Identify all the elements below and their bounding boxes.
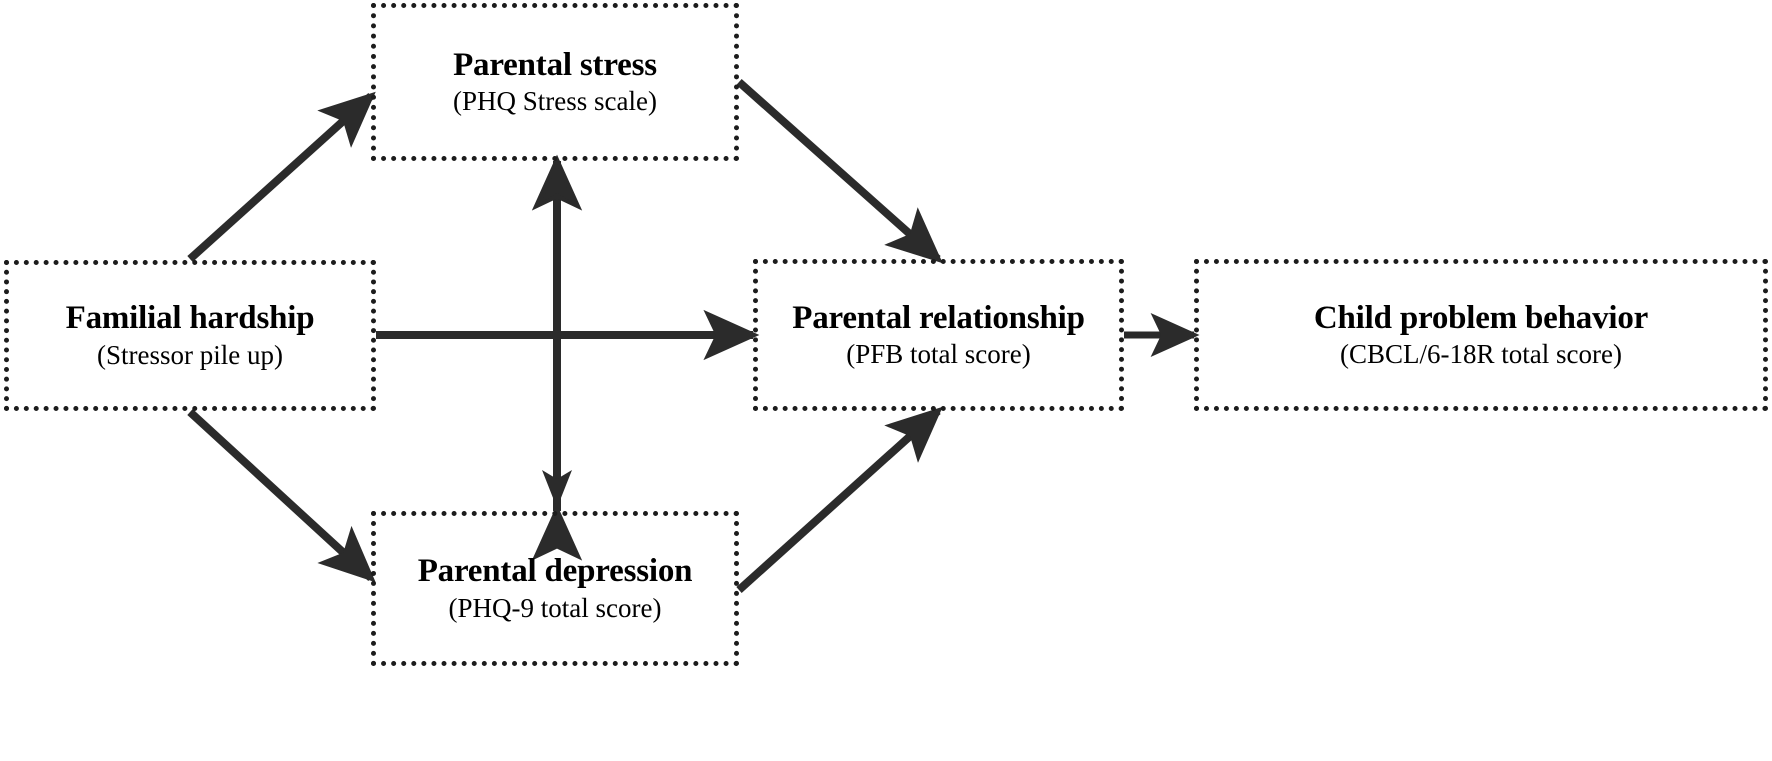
node-title: Familial hardship [65, 300, 315, 336]
node-subtitle: (PHQ Stress scale) [453, 86, 657, 117]
node-child-problem-behavior[interactable]: Child problem behavior (CBCL/6-18R total… [1194, 259, 1768, 411]
node-title: Parental depression [417, 553, 693, 589]
node-title: Parental relationship [792, 299, 1085, 336]
arrowhead-depression-bottom [542, 470, 572, 508]
node-title: Parental stress [453, 46, 657, 83]
arrowhead-stress-top [542, 164, 572, 202]
edge-stress-to-relationship [736, 79, 943, 264]
node-subtitle: (CBCL/6-18R total score) [1340, 339, 1622, 370]
node-familial-hardship[interactable]: Familial hardship (Stressor pile up) [4, 260, 376, 411]
edge-hardship-to-stress [187, 91, 376, 262]
node-subtitle: (PHQ-9 total score) [448, 592, 662, 623]
node-parental-relationship[interactable]: Parental relationship (PFB total score) [753, 259, 1124, 411]
node-subtitle: (PFB total score) [846, 339, 1031, 370]
edge-depression-to-relationship [736, 406, 943, 593]
node-title: Child problem behavior [1313, 299, 1649, 336]
node-subtitle: (Stressor pile up) [97, 339, 283, 370]
node-parental-depression[interactable]: Parental depression (PHQ-9 total score) [371, 511, 739, 666]
edge-hardship-to-depression [187, 409, 376, 583]
node-parental-stress[interactable]: Parental stress (PHQ Stress scale) [371, 3, 739, 161]
